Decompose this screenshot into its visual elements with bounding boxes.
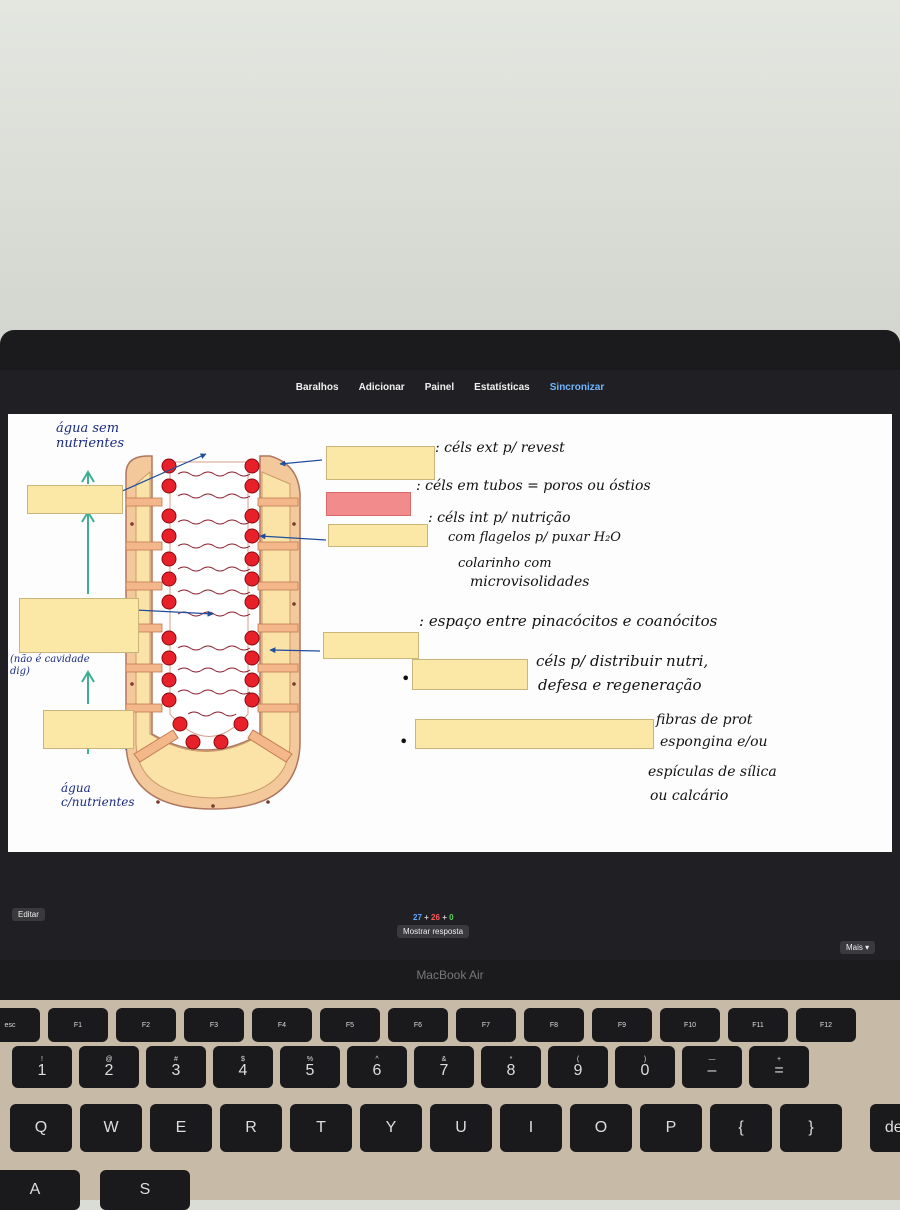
- bullet-skeleton: •: [399, 732, 409, 751]
- key-esc[interactable]: esc: [0, 1008, 40, 1042]
- key-f2[interactable]: F2: [116, 1008, 176, 1042]
- key-letter-i[interactable]: I: [500, 1104, 562, 1152]
- choanocytes: [161, 458, 260, 750]
- anki-top-menu: Baralhos Adicionar Painel Estatísticas S…: [0, 370, 900, 404]
- label-skeleton-3: espículas de sílica: [648, 764, 777, 780]
- label-amebocytes-1: céls p/ distribuir nutri,: [536, 652, 709, 670]
- key-letter-r[interactable]: R: [220, 1104, 282, 1152]
- menu-browse[interactable]: Painel: [424, 381, 455, 393]
- key-num-7[interactable]: *8: [481, 1046, 541, 1088]
- answer-box-mesohyl[interactable]: [323, 632, 419, 659]
- flagella: [177, 471, 251, 717]
- label-flagella: com flagelos p/ puxar H₂O: [448, 530, 621, 545]
- count-new: 27: [413, 913, 422, 922]
- key-letter-e[interactable]: E: [150, 1104, 212, 1152]
- answer-box-amebocytes[interactable]: [412, 659, 528, 690]
- count-review: 0: [449, 913, 454, 922]
- label-choanocytes: : céls int p/ nutrição: [428, 510, 571, 526]
- key-delete[interactable]: dele: [870, 1104, 900, 1152]
- label-skeleton-1: fibras de prot: [656, 712, 753, 728]
- answer-box-skeleton[interactable]: [415, 719, 654, 749]
- wall-background: [0, 0, 900, 340]
- spongocoel: [169, 461, 249, 737]
- answer-box-pinacocytes[interactable]: [326, 446, 435, 480]
- more-button[interactable]: Mais ▾: [840, 941, 876, 954]
- key-letter-o[interactable]: O: [570, 1104, 632, 1152]
- key-num-5[interactable]: ^6: [347, 1046, 407, 1088]
- menu-add[interactable]: Adicionar: [358, 381, 405, 393]
- answer-box-choanocytes[interactable]: [328, 524, 428, 547]
- key-letter-y[interactable]: Y: [360, 1104, 422, 1152]
- label-mesohyl: : espaço entre pinacócitos e coanócitos: [419, 612, 718, 630]
- key-num-1[interactable]: @2: [79, 1046, 139, 1088]
- key-num-4[interactable]: %5: [280, 1046, 340, 1088]
- label-microvilli: microvisolidades: [470, 574, 590, 590]
- key-letter-u[interactable]: U: [430, 1104, 492, 1152]
- label-collar: colarinho com: [458, 556, 552, 571]
- laptop-brand: MacBook Air: [416, 968, 484, 982]
- key-s[interactable]: S: [100, 1170, 190, 1210]
- key-f9[interactable]: F9: [592, 1008, 652, 1042]
- review-counts: 27 + 26 + 0: [413, 913, 454, 922]
- menu-sync[interactable]: Sincronizar: [549, 381, 605, 393]
- note-not-digestive-cavity: (não é cavidade dig): [10, 654, 90, 677]
- key-f7[interactable]: F7: [456, 1008, 516, 1042]
- note-water-with-nutrients: água c/nutrientes: [61, 781, 135, 809]
- key-num-6[interactable]: &7: [414, 1046, 474, 1088]
- key-f12[interactable]: F12: [796, 1008, 856, 1042]
- key-letter-}[interactable]: }: [780, 1104, 842, 1152]
- key-num-10[interactable]: —–: [682, 1046, 742, 1088]
- label-amebocytes-2: defesa e regeneração: [538, 676, 702, 694]
- answer-box-outflow[interactable]: [27, 485, 123, 514]
- bullet-amebocytes: •: [401, 669, 411, 688]
- key-f11[interactable]: F11: [728, 1008, 788, 1042]
- answer-box-spongocoel[interactable]: [19, 598, 139, 653]
- key-letter-p[interactable]: P: [640, 1104, 702, 1152]
- answer-box-porocytes-highlighted[interactable]: [326, 492, 411, 516]
- label-skeleton-2: espongina e/ou: [660, 734, 768, 750]
- key-letter-t[interactable]: T: [290, 1104, 352, 1152]
- key-f6[interactable]: F6: [388, 1008, 448, 1042]
- key-letter-w[interactable]: W: [80, 1104, 142, 1152]
- key-f3[interactable]: F3: [184, 1008, 244, 1042]
- key-num-0[interactable]: !1: [12, 1046, 72, 1088]
- key-f5[interactable]: F5: [320, 1008, 380, 1042]
- key-letter-q[interactable]: Q: [10, 1104, 72, 1152]
- key-a[interactable]: A: [0, 1170, 80, 1210]
- key-f8[interactable]: F8: [524, 1008, 584, 1042]
- flashcard: • • água sem nutrientes (não é cavidade …: [8, 414, 892, 852]
- menu-stats[interactable]: Estatísticas: [474, 381, 530, 393]
- key-num-11[interactable]: +=: [749, 1046, 809, 1088]
- key-letter-{[interactable]: {: [710, 1104, 772, 1152]
- key-num-3[interactable]: $4: [213, 1046, 273, 1088]
- answer-box-inflow[interactable]: [43, 710, 134, 749]
- note-water-without-nutrients: água sem nutrientes: [56, 421, 124, 451]
- label-pinacocytes: : céls ext p/ revest: [435, 440, 565, 456]
- key-f4[interactable]: F4: [252, 1008, 312, 1042]
- key-num-2[interactable]: #3: [146, 1046, 206, 1088]
- sponge-diagram: [81, 453, 327, 810]
- pore-tubes: [125, 497, 299, 713]
- show-answer-button[interactable]: Mostrar resposta: [397, 925, 470, 938]
- label-skeleton-4: ou calcário: [650, 788, 729, 804]
- key-f1[interactable]: F1: [48, 1008, 108, 1042]
- edit-button[interactable]: Editar: [12, 908, 45, 921]
- count-learning: 26: [431, 913, 440, 922]
- key-num-9[interactable]: )0: [615, 1046, 675, 1088]
- menu-decks[interactable]: Baralhos: [295, 381, 339, 393]
- label-porocytes: : céls em tubos = poros ou óstios: [416, 478, 651, 494]
- key-f10[interactable]: F10: [660, 1008, 720, 1042]
- key-num-8[interactable]: (9: [548, 1046, 608, 1088]
